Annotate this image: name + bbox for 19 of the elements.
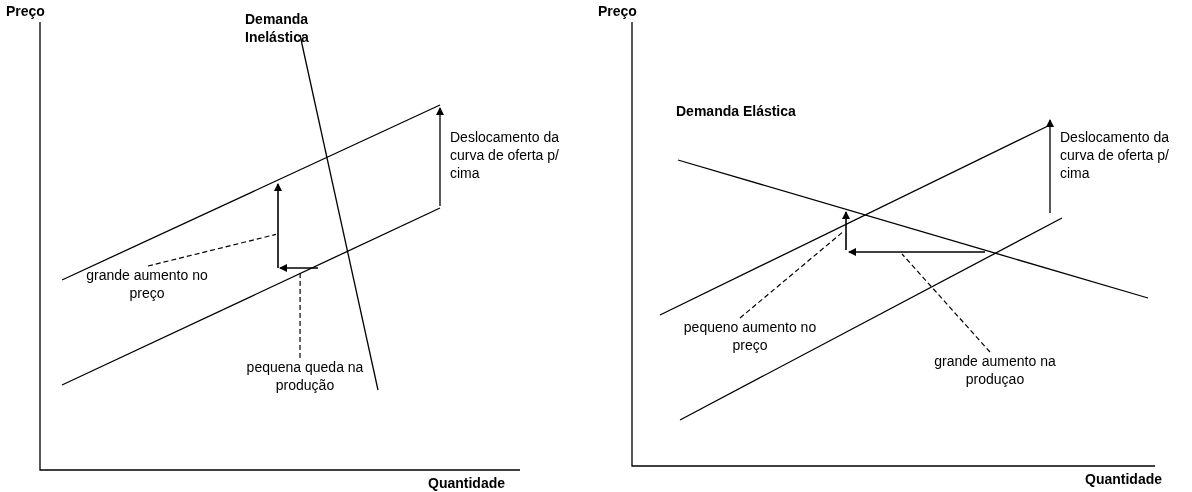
axis-label: Quantidade [1085, 470, 1163, 488]
annotation-text: pequeno aumento no preço [680, 318, 820, 354]
arrow [279, 264, 319, 272]
leader-line [901, 253, 991, 353]
arrow [848, 248, 986, 256]
arrow [842, 211, 850, 251]
axis-label: Preço [598, 2, 638, 20]
annotation-text: pequena queda na produção [240, 358, 370, 394]
leader-line [739, 230, 845, 319]
axis-label: Quantidade [428, 474, 506, 492]
curve-label: Demanda Elástica [676, 102, 796, 120]
arrow [274, 183, 282, 269]
leader-line [147, 233, 277, 267]
annotation-text: Deslocamento da curva de oferta p/ cima [450, 128, 560, 182]
annotation-text: grande aumento no preço [72, 266, 222, 302]
annotation-text: grande aumento na produçao [920, 352, 1070, 388]
axis-label: Preço [6, 2, 46, 20]
annotation-text: Deslocamento da curva de oferta p/ cima [1060, 128, 1170, 182]
curve-label: Demanda Inelástica [245, 10, 310, 46]
